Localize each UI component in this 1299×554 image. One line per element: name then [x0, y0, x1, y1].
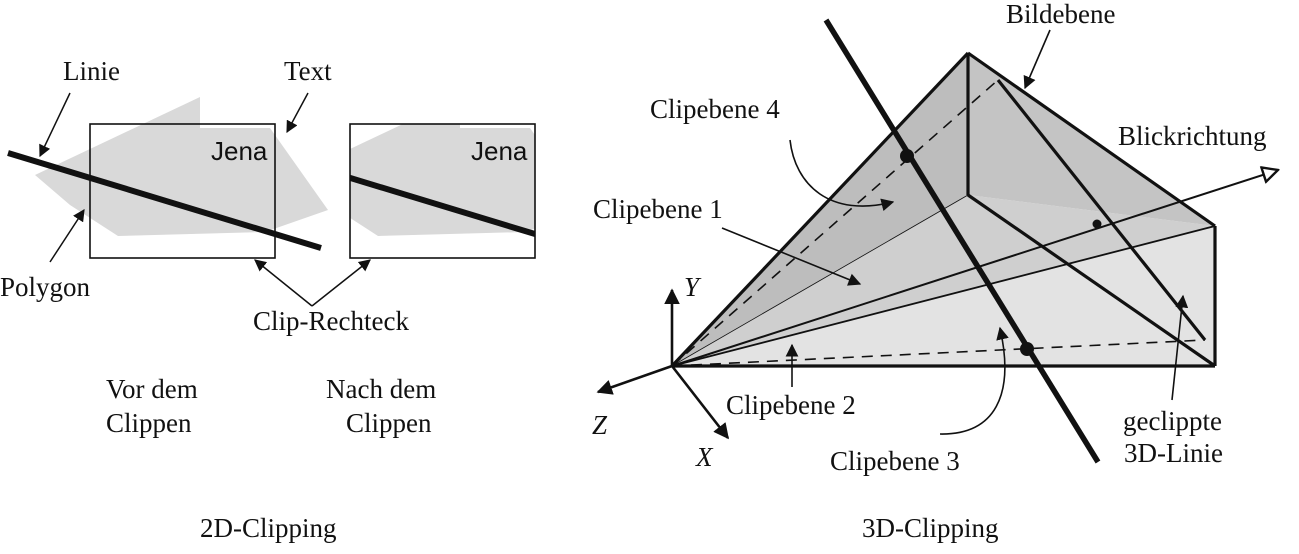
clipebene1-pointer	[721, 227, 862, 286]
clipebene-1-face	[672, 195, 1215, 366]
label-geclippte-line1: geclippte	[1123, 406, 1222, 436]
geclippte-pointer	[1171, 294, 1189, 401]
clip-rectangle-before	[89, 123, 276, 259]
clip-rechteck-arrow-left	[254, 259, 313, 307]
clipped-content: Jena	[350, 124, 535, 238]
label-clipebene4: Clipebene 4	[650, 94, 780, 124]
label-clipebene2: Clipebene 2	[726, 390, 856, 420]
label-vor-line1: Vor dem	[106, 374, 198, 404]
label-blickrichtung: Blickrichtung	[1118, 121, 1266, 151]
label-clip-rechteck: Clip-Rechteck	[253, 306, 409, 336]
polygon-clipped	[350, 124, 535, 236]
label-x-axis: X	[695, 442, 714, 472]
clip-rechteck-arrow-right	[311, 259, 371, 307]
label-text: Text	[284, 56, 332, 86]
label-y-axis: Y	[684, 272, 702, 302]
panel-2d-clipping: Jena Jena Linie Text Polygon Clip-Rechte…	[0, 56, 536, 543]
intersection-bottom	[1020, 342, 1034, 356]
linie-arrow	[39, 92, 71, 158]
caption-3d: 3D-Clipping	[862, 513, 999, 543]
polygon-shape	[35, 97, 328, 236]
label-clipebene3: Clipebene 3	[830, 446, 960, 476]
line-clipped	[350, 174, 535, 238]
label-polygon: Polygon	[0, 272, 91, 302]
jena-text-after: Jena	[471, 136, 528, 166]
panel-3d-clipping: Bildebene Clipebene 4 Blickrichtung Clip…	[592, 0, 1278, 543]
3d-line	[823, 18, 1101, 464]
intersection-top	[900, 149, 914, 163]
label-z-axis: Z	[592, 410, 608, 440]
label-clipebene1: Clipebene 1	[593, 194, 723, 224]
blickrichtung-arrow	[671, 170, 1278, 367]
label-vor-line2: Clippen	[106, 408, 192, 438]
polygon-arrow	[49, 208, 85, 263]
bildebene-pointer	[1023, 29, 1051, 90]
label-nach-line2: Clippen	[346, 408, 432, 438]
view-point-dot	[1092, 219, 1102, 229]
clipebene3-pointer	[939, 326, 1009, 435]
clip-rectangle-after	[349, 123, 536, 259]
clipebene4-pointer	[789, 139, 895, 212]
text-arrow	[286, 92, 309, 134]
line-before	[7, 150, 322, 251]
caption-2d: 2D-Clipping	[200, 513, 337, 543]
label-nach-line1: Nach dem	[326, 374, 436, 404]
label-geclippte-line2: 3D-Linie	[1124, 438, 1223, 468]
label-bildebene: Bildebene	[1006, 0, 1115, 29]
jena-text-before: Jena	[211, 136, 268, 166]
coordinate-axes	[596, 288, 730, 440]
label-linie: Linie	[63, 56, 120, 86]
frustum-edges	[670, 51, 1217, 368]
